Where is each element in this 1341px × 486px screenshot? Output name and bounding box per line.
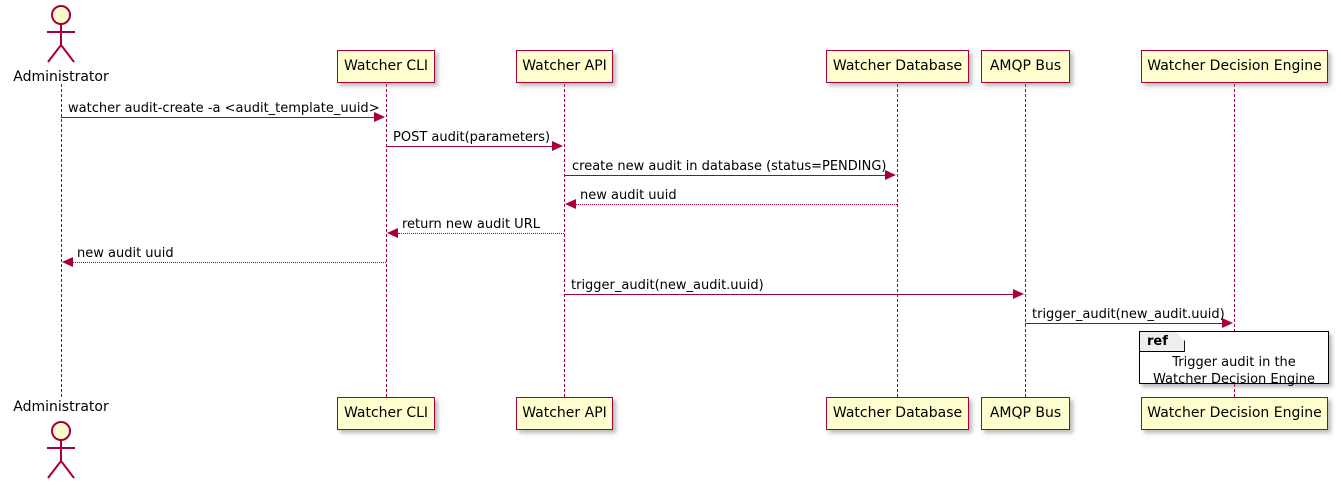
lifeline-watcher-cli <box>386 84 387 397</box>
message-label-4: return new audit URL <box>402 217 540 232</box>
message-arrowhead-1 <box>552 141 563 151</box>
message-arrowhead-7 <box>1222 318 1233 328</box>
participant-label-watcher-api-bottom: Watcher API <box>522 405 607 421</box>
participant-label-watcher-api-top: Watcher API <box>522 58 607 74</box>
participant-label-amqp-bus-top: AMQP Bus <box>989 58 1062 74</box>
participant-watcher-database-top[interactable]: Watcher Database <box>826 50 969 83</box>
message-line-3 <box>576 204 897 205</box>
ref-fragment-line-1: Trigger audit in the <box>1172 355 1296 370</box>
participant-label-amqp-bus-bottom: AMQP Bus <box>989 405 1062 421</box>
participant-label-watcher-database-bottom: Watcher Database <box>832 405 963 421</box>
message-label-6: trigger_audit(new_audit.uuid) <box>571 278 764 293</box>
participant-amqp-bus-top[interactable]: AMQP Bus <box>981 50 1070 83</box>
message-line-6 <box>564 294 1014 295</box>
participant-watcher-cli-bottom[interactable]: Watcher CLI <box>337 397 435 430</box>
message-label-1: POST audit(parameters) <box>393 130 551 145</box>
participant-watcher-database-bottom[interactable]: Watcher Database <box>826 397 969 430</box>
message-label-7: trigger_audit(new_audit.uuid) <box>1032 307 1225 322</box>
message-line-1 <box>386 146 553 147</box>
participant-watcher-decision-engine-top[interactable]: Watcher Decision Engine <box>1141 50 1328 83</box>
message-arrowhead-4 <box>387 228 398 238</box>
message-line-2 <box>564 175 886 176</box>
participant-watcher-api-top[interactable]: Watcher API <box>516 50 613 83</box>
participant-label-watcher-decision-engine-bottom: Watcher Decision Engine <box>1147 405 1322 421</box>
message-arrowhead-2 <box>885 170 896 180</box>
message-label-3: new audit uuid <box>580 188 677 203</box>
message-arrowhead-6 <box>1013 289 1024 299</box>
message-arrowhead-0 <box>374 112 385 122</box>
ref-fragment-line-2: Watcher Decision Engine <box>1153 372 1315 387</box>
message-arrowhead-3 <box>565 199 576 209</box>
participant-label-watcher-cli-bottom: Watcher CLI <box>343 405 429 421</box>
participant-watcher-cli-top[interactable]: Watcher CLI <box>337 50 435 83</box>
actor-figure-icon <box>47 421 75 479</box>
message-label-5: new audit uuid <box>77 246 174 261</box>
ref-fragment-body: Trigger audit in the Watcher Decision En… <box>1140 354 1328 388</box>
message-line-4 <box>398 233 564 234</box>
message-line-5 <box>73 262 386 263</box>
lifeline-watcher-database <box>897 84 898 397</box>
ref-fragment-tab-label: ref <box>1140 332 1185 352</box>
lifeline-watcher-decision-engine <box>1234 84 1235 397</box>
participant-watcher-api-bottom[interactable]: Watcher API <box>516 397 613 430</box>
actor-label-administrator-bottom: Administrator <box>13 399 109 415</box>
participant-watcher-decision-engine-bottom[interactable]: Watcher Decision Engine <box>1141 397 1328 430</box>
message-arrowhead-5 <box>62 257 73 267</box>
message-line-7 <box>1025 323 1223 324</box>
ref-fragment: ref Trigger audit in the Watcher Decisio… <box>1139 331 1329 387</box>
lifeline-administrator <box>61 84 62 397</box>
actor-label-administrator-top: Administrator <box>13 69 109 85</box>
lifeline-watcher-api <box>564 84 565 397</box>
message-label-2: create new audit in database (status=PEN… <box>572 159 887 174</box>
participant-amqp-bus-bottom[interactable]: AMQP Bus <box>981 397 1070 430</box>
message-line-0 <box>61 117 375 118</box>
participant-label-watcher-cli-top: Watcher CLI <box>343 58 429 74</box>
lifeline-amqp-bus <box>1025 84 1026 397</box>
actor-administrator-bottom[interactable] <box>39 419 83 481</box>
participant-label-watcher-decision-engine-top: Watcher Decision Engine <box>1147 58 1322 74</box>
actor-figure-icon <box>47 5 75 63</box>
message-label-0: watcher audit-create -a <audit_template_… <box>68 101 380 116</box>
actor-administrator-top[interactable] <box>39 3 83 65</box>
participant-label-watcher-database-top: Watcher Database <box>832 58 963 74</box>
